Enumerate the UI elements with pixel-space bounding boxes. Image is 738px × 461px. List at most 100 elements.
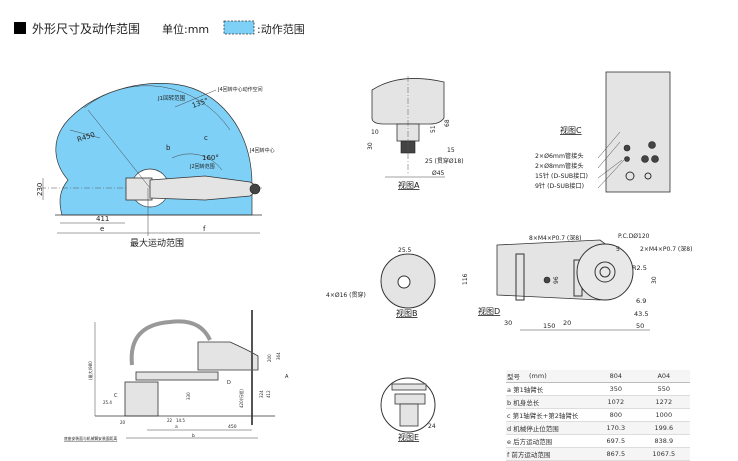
header-title: 外形尺寸及动作范围 (32, 22, 140, 36)
row-a04: 1067.5 (652, 450, 676, 458)
dim-230: 230 (36, 183, 44, 196)
base (124, 381, 159, 417)
row-a04: 1272 (655, 398, 673, 406)
cable-duct (129, 319, 212, 366)
dim-200: 200 (267, 354, 272, 362)
row-804: 170.3 (606, 424, 626, 432)
dim-14-5: 14.5 (176, 418, 185, 423)
row-label: 前方运动范围 (511, 451, 551, 459)
j4-space-label: J4回转中心动作空间 (217, 86, 263, 93)
th-804: 804 (609, 372, 623, 380)
row-key: a (507, 386, 511, 394)
view-e: 24 视图E (380, 377, 436, 442)
callout-6mm: 2×Ø6mm管接头 (535, 152, 584, 160)
dim-6-9: 6.9 (636, 297, 646, 305)
angle-160: 160° (202, 154, 219, 162)
dim-max: (最大)980 (87, 361, 93, 380)
th-model: 型号 (507, 373, 520, 381)
top-view-caption: 最大运动范围 (130, 237, 184, 249)
callout-8mm: 2×Ø8mm管接头 (535, 162, 584, 170)
header-unit: 单位:mm (162, 22, 209, 36)
dim-10: 10 (371, 129, 379, 136)
side-view: (最大)980 C D A 330 420(行程) 324 412 200 36… (64, 310, 289, 441)
view-c: 视图C 2×Ø6mm管接头 2×Ø8mm管接头 15针 (D-SUB接口) 9针… (535, 71, 671, 193)
dim-450: 450 (228, 424, 237, 430)
view-d-mark: D (227, 380, 231, 386)
row-a04: 838.9 (654, 437, 674, 445)
th-unit: (mm) (529, 372, 547, 380)
m4-8-label: 8×M4×P0.7 (深8) (529, 234, 581, 242)
view-c-mark: C (114, 393, 118, 399)
row-804: 800 (609, 411, 623, 419)
row-label: 第1轴臂长+第2轴臂长 (512, 412, 579, 420)
row-label: 第1轴臂长 (513, 386, 544, 394)
row-804: 1072 (607, 398, 625, 406)
view-c-caption: 视图C (560, 125, 582, 135)
dim-50: 50 (636, 322, 644, 330)
holes-label: 4×Ø16 (贯穿) (326, 291, 366, 299)
dim-20: 20 (120, 420, 126, 425)
dim-e: e (100, 225, 104, 233)
dim-30-left: 30 (504, 319, 512, 327)
view-a-caption: 视图A (398, 180, 420, 190)
range-legend-label: :动作范围 (257, 22, 305, 36)
view-b-caption: 视图B (396, 308, 418, 318)
row-key: f (507, 451, 510, 459)
dim-5: 5 (616, 246, 620, 253)
dim-20: 20 (563, 319, 571, 327)
dim-96: 96 (553, 276, 560, 284)
j1-range-label: J1回转范围 (157, 94, 186, 102)
dim-15: 15 (447, 147, 455, 154)
dim-c: c (204, 134, 208, 142)
dim-324: 324 (259, 390, 264, 398)
row-804: 697.5 (606, 437, 626, 445)
dim-22: 22 (167, 418, 173, 423)
view-a: 10 30 51 68 15 25 (贯穿Ø18) Ø45 视图A (367, 76, 464, 190)
dim-51: 51 (430, 125, 437, 133)
drawing-canvas: 外形尺寸及动作范围 单位:mm :动作范围 J1回转范围 J4回转中心动作空间 … (14, 20, 692, 442)
table-row: f 前方运动范围 867.5 1067.5 (506, 447, 690, 461)
row-key: c (507, 412, 511, 420)
row-key: b (507, 399, 512, 407)
view-b: 25.5 4×Ø16 (贯穿) 视图B (326, 247, 436, 318)
j2-range-label: J2回转范围 (189, 163, 215, 170)
top-view: J1回转范围 J4回转中心动作空间 135° R450 160° J2回转范围 … (36, 83, 275, 249)
row-a04: 1000 (655, 411, 673, 419)
th-a04: A04 (657, 372, 671, 380)
j4-center-label: J4回转中心 (249, 147, 275, 154)
view-d-caption: 视图D (478, 306, 500, 316)
row-key: d (507, 425, 512, 433)
dim-a: a (175, 425, 178, 430)
dim-43-5: 43.5 (634, 310, 648, 318)
table-row: c 第1轴臂长+第2轴臂长 800 1000 (506, 409, 690, 422)
second-arm-side (197, 341, 259, 371)
row-key: e (507, 438, 511, 446)
dim-412: 412 (266, 390, 271, 398)
dim-330: 330 (186, 392, 191, 400)
callout-9pin: 9针 (D-SUB接口) (535, 182, 584, 190)
dim-68: 68 (444, 119, 451, 127)
row-804: 867.5 (606, 450, 626, 458)
side-note: 底座安装面与机械臂安装面距离 (64, 436, 117, 441)
dim-45: Ø45 (432, 170, 445, 177)
dim-25-5: 25.5 (398, 247, 412, 254)
pcd-label: P.C.DØ120 (618, 233, 650, 240)
dim-150: 150 (543, 322, 555, 330)
view-d: 116 96 8×M4×P0.7 (深8) P.C.DØ120 5 2×M4×P… (462, 233, 692, 331)
dim-f: f (203, 225, 206, 233)
row-label: 后方运动范围 (513, 438, 553, 446)
dim-b-side: b (192, 433, 195, 439)
dim-30-right: 30 (651, 276, 658, 284)
row-804: 350 (609, 385, 623, 393)
row-a04: 199.6 (654, 424, 674, 432)
dim-stroke: 420(行程) (238, 389, 244, 408)
m4-2-label: 2×M4×P0.7 (深8) (640, 245, 692, 253)
row-label: 机身总长 (513, 399, 540, 407)
view-e-caption: 视图E (398, 432, 419, 442)
row-label: 机械停止位范围 (513, 425, 559, 433)
dim-25-4: 25.4 (103, 400, 112, 405)
first-arm (135, 371, 219, 381)
table-row: e 后方运动范围 697.5 838.9 (506, 435, 690, 448)
